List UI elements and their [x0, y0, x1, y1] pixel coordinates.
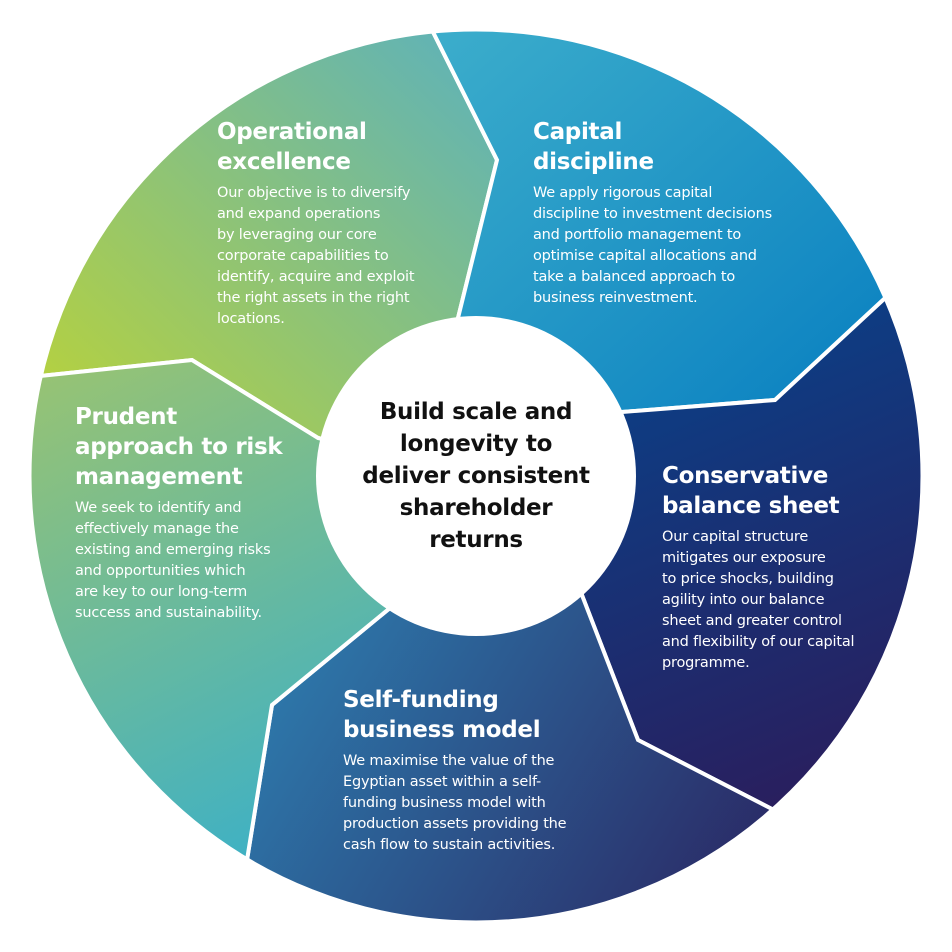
segment-description-line: funding business model with: [343, 795, 546, 811]
segment-title-line: Self-funding: [343, 687, 499, 713]
segment-description-line: corporate capabilities to: [217, 248, 389, 264]
segment-description-line: existing and emerging risks: [75, 542, 271, 558]
center-line: longevity to: [399, 431, 553, 457]
segment-title-line: balance sheet: [662, 493, 840, 519]
segment-description-line: and opportunities which: [75, 563, 246, 579]
segment-title: Self-funding business model: [343, 685, 566, 745]
segment-description-line: take a balanced approach to: [533, 269, 735, 285]
center-line: shareholder: [399, 495, 553, 521]
segment-description-line: mitigates our exposure: [662, 550, 826, 566]
segment-description-line: business reinvestment.: [533, 290, 698, 306]
center-circle: [316, 316, 636, 636]
segment-description-line: success and sustainability.: [75, 605, 262, 621]
segment-description-line: sheet and greater control: [662, 613, 842, 629]
outer-ring: [28, 28, 924, 924]
segment-description-line: We seek to identify and: [75, 500, 242, 516]
segment-description-line: optimise capital allocations and: [533, 248, 757, 264]
segment-description-line: and expand operations: [217, 206, 381, 222]
segment-title-line: discipline: [533, 149, 654, 175]
segment-description-line: agility into our balance: [662, 592, 825, 608]
segment-description-line: Our capital structure: [662, 529, 809, 545]
self-funding-business-model-block: Self-funding business model We maximise th…: [343, 685, 567, 856]
capital-discipline-block: Capital discipline We apply rigorous capit…: [533, 117, 772, 309]
segment-description-line: effectively manage the: [75, 521, 239, 537]
segment-description-line: cash flow to sustain activities.: [343, 837, 556, 853]
segment-description: Our objective is to diversify and expand …: [217, 183, 415, 330]
segment-description-line: Egyptian asset within a self-: [343, 774, 542, 790]
segment-description-line: are key to our long-term: [75, 584, 248, 600]
segment-description-line: by leveraging our core: [217, 227, 377, 243]
segment-title: Conservative balance sheet: [662, 461, 854, 521]
segment-description: Our capital structure mitigates our expos…: [662, 527, 855, 674]
segment-description-line: locations.: [217, 311, 285, 327]
center-line: Build scale and: [379, 399, 573, 425]
center-statement: Build scale and longevity to deliver consi…: [316, 316, 636, 636]
segment-description-line: We maximise the value of the: [343, 753, 555, 769]
segment-description-line: to price shocks, building: [662, 571, 834, 587]
segment-description: We seek to identify and effectively manag…: [75, 498, 282, 624]
segment-description: We apply rigorous capital discipline to i…: [533, 183, 772, 309]
segment-description-line: and portfolio management to: [533, 227, 742, 243]
segment-description-line: the right assets in the right: [217, 290, 410, 306]
segment-description-line: and flexibility of our capital: [662, 634, 855, 650]
segment-title-line: approach to risk: [75, 434, 283, 460]
segment-title-line: management: [75, 464, 243, 490]
segment-description-line: production assets providing the: [343, 816, 567, 832]
segment-title: Capital discipline: [533, 117, 772, 177]
prudent-approach-block: Prudent approach to risk management We seek…: [75, 402, 283, 624]
segment-title: Operational excellence: [217, 117, 414, 177]
segment-title-line: Capital: [533, 119, 623, 145]
segment-description-line: Our objective is to diversify: [217, 185, 411, 201]
center-line: deliver consistent: [362, 463, 590, 489]
center-line: returns: [429, 527, 523, 553]
segment-description-line: discipline to investment decisions: [533, 206, 772, 222]
segment-title-line: excellence: [217, 149, 351, 175]
segment-title-line: Operational: [217, 119, 367, 145]
segment-title: Prudent approach to risk management: [75, 402, 283, 492]
segment-title-line: Conservative: [662, 463, 829, 489]
segment-title-line: business model: [343, 717, 541, 743]
segment-description-line: We apply rigorous capital: [533, 185, 713, 201]
segment-description-line: identify, acquire and exploit: [217, 269, 415, 285]
segment-description-line: programme.: [662, 655, 750, 671]
segment-title-line: Prudent: [75, 404, 177, 430]
